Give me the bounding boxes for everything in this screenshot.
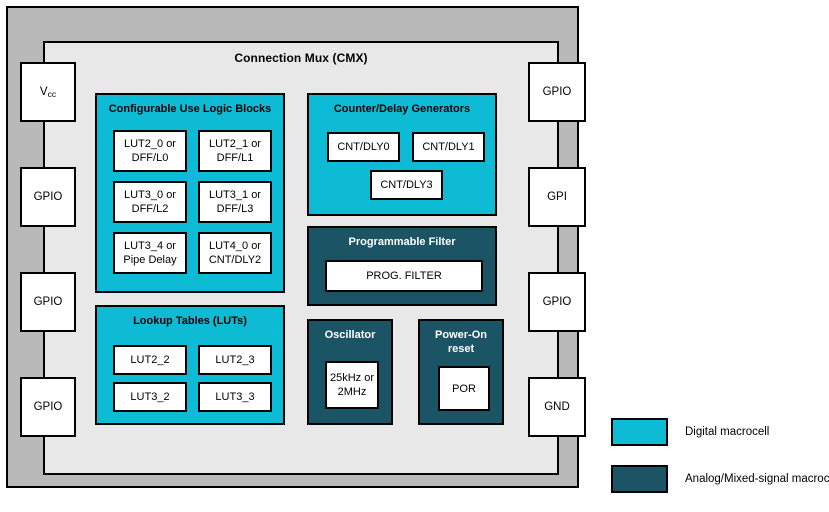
legend-label-analog: Analog/Mixed-signal macrocell: [685, 473, 829, 485]
connection-mux-title: Connection Mux (CMX): [234, 51, 368, 65]
cell-lut3-0: LUT3_0 or DFF/L2: [113, 181, 187, 223]
pin-gpio-right-1[interactable]: GPIO: [528, 62, 586, 122]
cell-lut3-2: LUT3_2: [113, 382, 187, 412]
legend-row-analog: Analog/Mixed-signal macrocell: [611, 465, 829, 493]
block-diagram-canvas: Connection Mux (CMX) Configurable Use Lo…: [6, 6, 829, 493]
pin-gpi-right[interactable]: GPI: [528, 167, 586, 227]
group-title-por: Power-On reset: [435, 329, 487, 355]
chip-package-frame: Connection Mux (CMX) Configurable Use Lo…: [6, 6, 586, 488]
cell-cnt-dly3: CNT/DLY3: [370, 170, 443, 200]
cell-por: POR: [438, 366, 490, 411]
legend-label-digital: Digital macrocell: [685, 426, 770, 438]
group-power-on-reset: Power-On reset POR: [418, 319, 504, 425]
cell-lut2-0: LUT2_0 or DFF/L0: [113, 130, 187, 172]
legend-swatch-digital: [611, 418, 668, 446]
group-title-filter: Programmable Filter: [348, 236, 456, 248]
cell-oscillator-freq: 25kHz or 2MHz: [325, 361, 379, 409]
cell-lut2-2: LUT2_2: [113, 345, 187, 375]
legend: Digital macrocell Analog/Mixed-signal ma…: [611, 418, 829, 512]
pin-gpio-right-2[interactable]: GPIO: [528, 272, 586, 332]
group-configurable-use-logic-blocks: Configurable Use Logic Blocks LUT2_0 or …: [95, 93, 285, 293]
cell-prog-filter: PROG. FILTER: [325, 260, 483, 292]
group-counter-delay-generators: Counter/Delay Generators CNT/DLY0 CNT/DL…: [307, 93, 497, 216]
pin-vcc[interactable]: Vcc: [20, 62, 76, 122]
legend-row-digital: Digital macrocell: [611, 418, 825, 446]
group-programmable-filter: Programmable Filter PROG. FILTER: [307, 226, 497, 306]
group-title-luts: Lookup Tables (LUTs): [133, 315, 247, 327]
pin-gpio-left-2[interactable]: GPIO: [20, 272, 76, 332]
cell-lut2-3: LUT2_3: [198, 345, 272, 375]
cell-lut4-0: LUT4_0 or CNT/DLY2: [198, 232, 272, 274]
group-title-clb: Configurable Use Logic Blocks: [108, 103, 272, 115]
cell-lut3-4: LUT3_4 or Pipe Delay: [113, 232, 187, 274]
pin-vcc-label: Vcc: [39, 86, 57, 99]
cell-cnt-dly1: CNT/DLY1: [412, 132, 485, 162]
group-title-counters: Counter/Delay Generators: [333, 103, 471, 115]
pin-gnd[interactable]: GND: [528, 377, 586, 437]
cell-cnt-dly0: CNT/DLY0: [327, 132, 400, 162]
group-title-oscillator: Oscillator: [324, 329, 376, 341]
group-lookup-tables: Lookup Tables (LUTs) LUT2_2 LUT2_3 LUT3_…: [95, 305, 285, 425]
group-oscillator: Oscillator 25kHz or 2MHz: [307, 319, 393, 425]
legend-swatch-analog: [611, 465, 668, 493]
cell-lut2-1: LUT2_1 or DFF/L1: [198, 130, 272, 172]
cell-lut3-1: LUT3_1 or DFF/L3: [198, 181, 272, 223]
cell-lut3-3: LUT3_3: [198, 382, 272, 412]
pin-gpio-left-3[interactable]: GPIO: [20, 377, 76, 437]
pin-gpio-left-1[interactable]: GPIO: [20, 167, 76, 227]
